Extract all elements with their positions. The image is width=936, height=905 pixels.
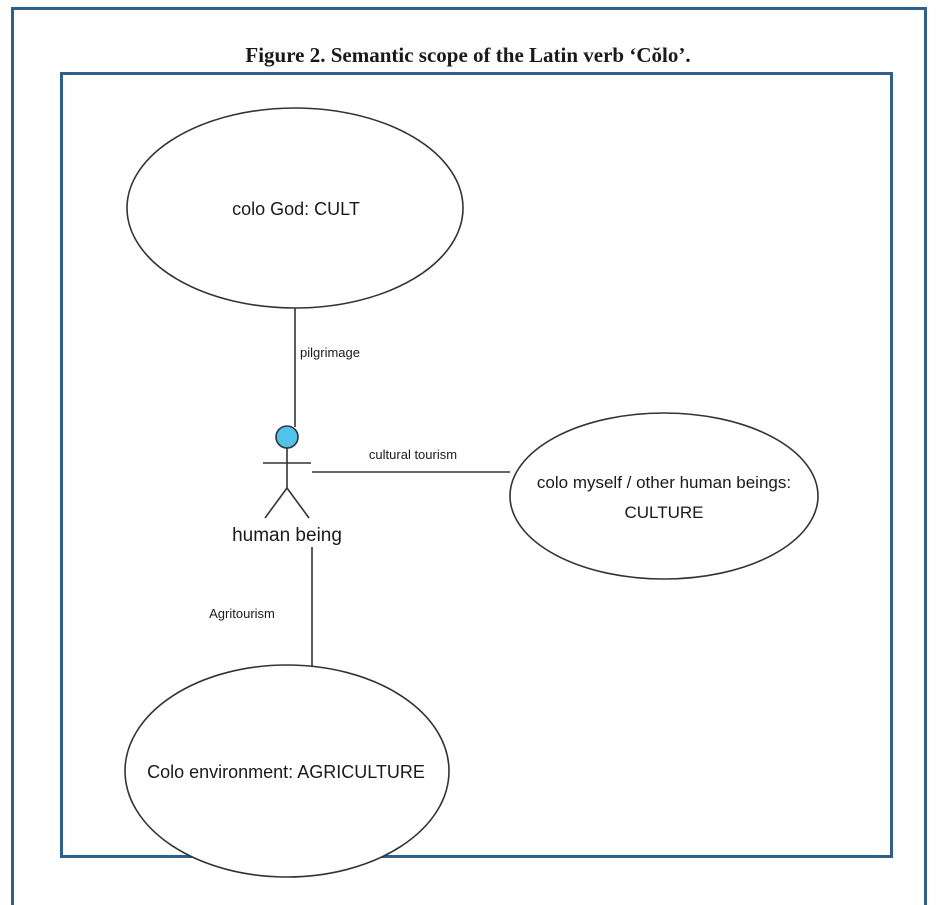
figure-caption: Figure 2. Semantic scope of the Latin ve… xyxy=(245,43,691,67)
node-culture-label-line1: colo myself / other human beings: xyxy=(537,473,791,492)
actor-label: human being xyxy=(232,525,342,546)
edge-label-cultural-tourism: cultural tourism xyxy=(369,447,457,462)
node-cult-ellipse xyxy=(126,107,464,309)
actor-head xyxy=(275,425,299,449)
edge-label-agritourism: Agritourism xyxy=(209,606,275,621)
actor-human-being xyxy=(263,425,311,519)
node-agriculture-label: Colo environment: AGRICULTURE xyxy=(147,762,425,782)
node-cult-label: colo God: CULT xyxy=(232,199,360,219)
actor-left-leg xyxy=(264,487,288,519)
node-culture-label-line2: CULTURE xyxy=(624,503,703,522)
node-agriculture-ellipse xyxy=(124,664,450,878)
edge-label-pilgrimage: pilgrimage xyxy=(300,345,360,360)
node-culture-ellipse xyxy=(509,412,819,580)
page-border xyxy=(11,7,927,905)
actor-right-leg xyxy=(286,487,310,519)
